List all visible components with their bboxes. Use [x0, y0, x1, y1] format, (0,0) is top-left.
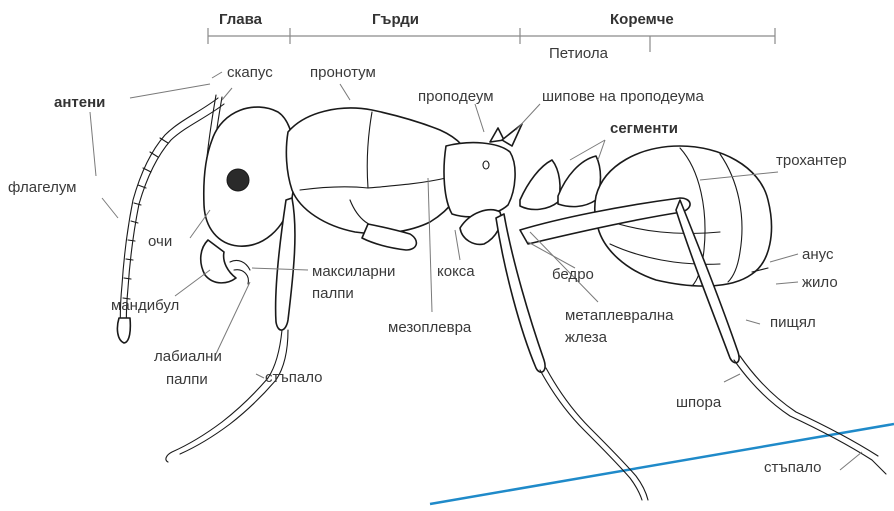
- label-flagellum: флагелум: [8, 179, 77, 196]
- label-scape: скапус: [227, 64, 273, 81]
- label-tarsus-front: стъпало: [265, 369, 322, 386]
- label-tibia: пищял: [770, 314, 816, 331]
- label-propodeal-spines: шипове на проподеума: [542, 88, 704, 105]
- label-tarsus-hind: стъпало: [764, 459, 821, 476]
- label-labial-palps-2: палпи: [166, 371, 208, 388]
- label-metapleural-gland-1: метаплеврална: [565, 307, 674, 324]
- section-head: Глава: [219, 11, 263, 28]
- ant-illustration: [117, 95, 886, 500]
- label-labial-palps-1: лабиални: [154, 348, 222, 365]
- label-trochanter: трохантер: [776, 152, 847, 169]
- label-maxillary-palps-1: максиларни: [312, 263, 395, 280]
- label-pronotum: пронотум: [310, 64, 376, 81]
- section-petiole: Петиола: [549, 45, 609, 62]
- label-maxillary-palps-2: палпи: [312, 285, 354, 302]
- section-thorax: Гърди: [372, 11, 419, 28]
- section-bars: [208, 28, 775, 52]
- label-eyes: очи: [148, 233, 172, 250]
- label-metapleural-gland-2: жлеза: [565, 329, 608, 346]
- label-anus: анус: [802, 246, 834, 263]
- ground-line: [430, 424, 894, 504]
- label-propodeum: проподеум: [418, 88, 494, 105]
- compound-eye: [227, 169, 249, 191]
- label-mandible: мандибул: [111, 297, 179, 314]
- label-coxa: кокса: [437, 263, 475, 280]
- label-spur: шпора: [676, 394, 722, 411]
- label-sting: жило: [802, 274, 838, 291]
- label-antennae: антени: [54, 94, 105, 111]
- label-femur: бедро: [552, 266, 594, 283]
- section-gaster: Коремче: [610, 11, 674, 28]
- label-mesopleuron: мезоплевра: [388, 319, 472, 336]
- label-segments: сегменти: [610, 120, 678, 137]
